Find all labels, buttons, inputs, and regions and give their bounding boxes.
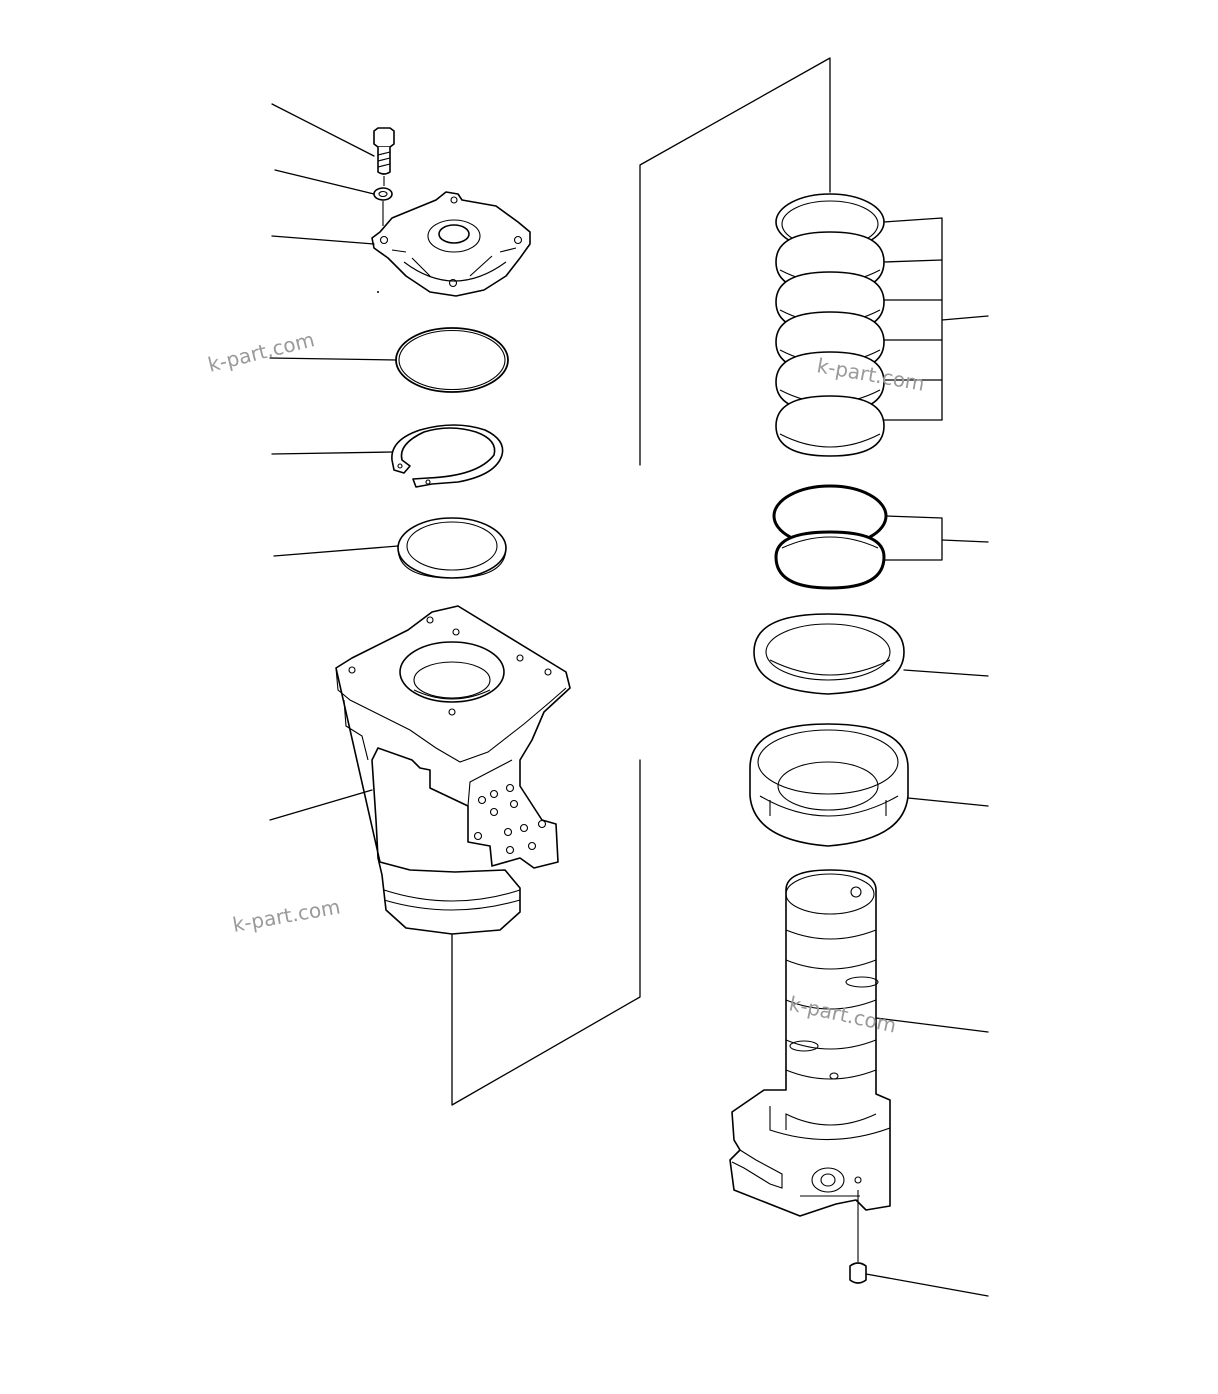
seal-ring bbox=[397, 517, 507, 579]
watermark: k-part.com bbox=[231, 894, 342, 937]
bolt bbox=[373, 127, 395, 186]
slipper-seal bbox=[775, 395, 885, 457]
watermark: k-part.com bbox=[205, 327, 316, 377]
plug bbox=[849, 1190, 867, 1284]
rotor-shaft bbox=[729, 869, 891, 1217]
snap-ring bbox=[391, 424, 504, 488]
swivel-housing bbox=[335, 605, 571, 935]
slipper-seal-stack bbox=[775, 193, 885, 457]
washer bbox=[373, 187, 393, 226]
seal-housing bbox=[749, 723, 909, 847]
o-ring bbox=[395, 327, 509, 393]
cover bbox=[371, 191, 531, 297]
o-ring-pair bbox=[772, 484, 888, 590]
leader-lines bbox=[269, 103, 989, 1297]
thrust-ring bbox=[753, 613, 905, 695]
assembly-guide-lines bbox=[451, 57, 831, 1106]
